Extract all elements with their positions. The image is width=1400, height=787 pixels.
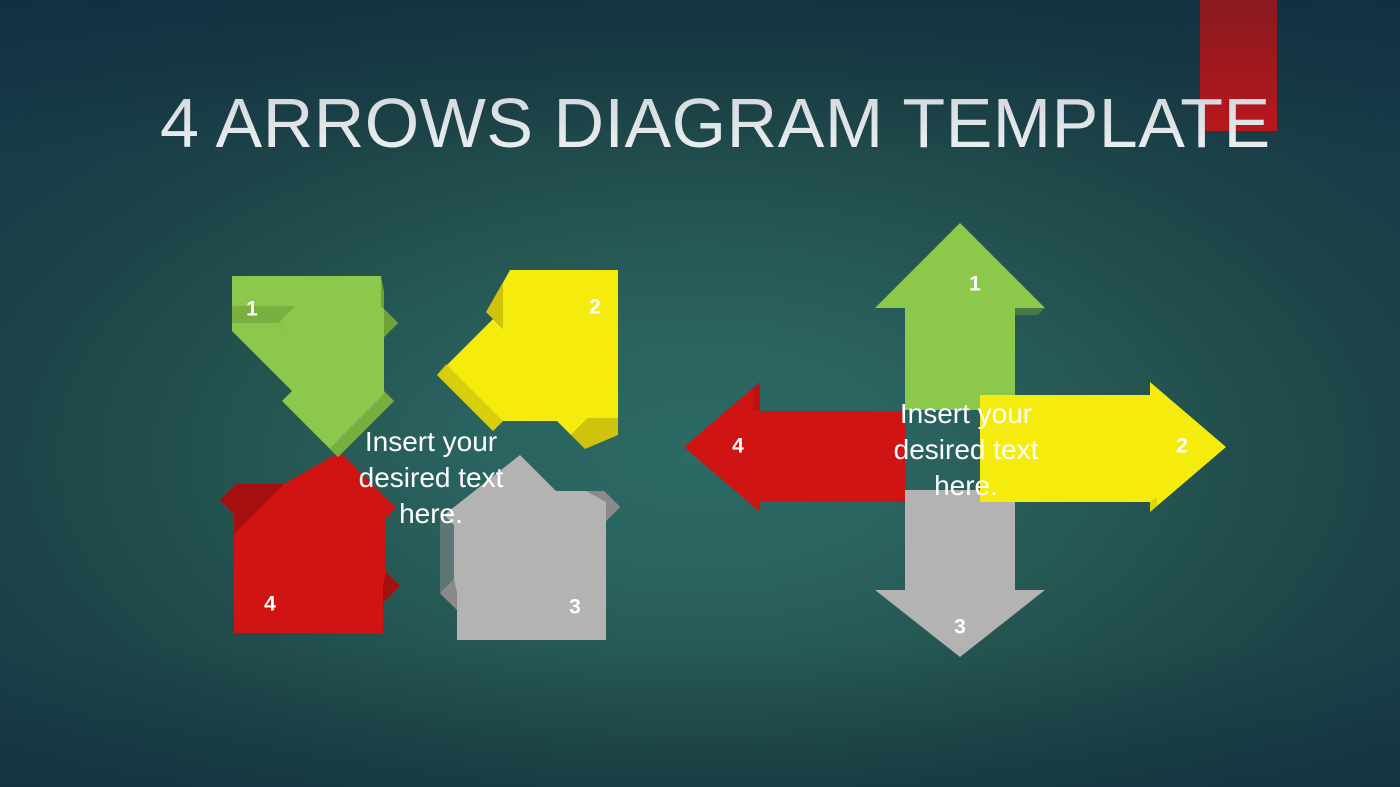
orthogonal-arrow-1-body[interactable] bbox=[875, 223, 1045, 410]
orthogonal-arrow-4-label: 4 bbox=[732, 435, 744, 458]
diagonal-arrow-3-body[interactable] bbox=[440, 455, 620, 640]
diagonal-arrow-3-label: 3 bbox=[569, 596, 581, 619]
red-corner-accent bbox=[1200, 0, 1277, 131]
diagonal-arrow-2-bevel-bottom bbox=[437, 364, 503, 431]
diagonal-arrow-1-bevel-top bbox=[381, 276, 398, 337]
orthogonal-arrow-2[interactable]: 2 bbox=[980, 382, 1226, 512]
orthogonal-arrow-2-label: 2 bbox=[1176, 435, 1188, 458]
orthogonal-arrow-1-label: 1 bbox=[969, 273, 981, 296]
four-diagonal-arrows-diagram: 4 3 1 bbox=[190, 240, 660, 660]
orthogonal-arrow-1[interactable]: 1 bbox=[875, 223, 1045, 410]
orthogonal-arrow-4[interactable]: 4 bbox=[684, 382, 905, 512]
orthogonal-arrow-3-body[interactable] bbox=[875, 490, 1045, 657]
diagonal-arrow-4-label: 4 bbox=[264, 593, 276, 616]
orthogonal-arrow-3-label: 3 bbox=[954, 616, 966, 639]
diagonal-arrow-2-body[interactable] bbox=[437, 270, 618, 435]
orthogonal-arrow-3[interactable]: 3 bbox=[875, 490, 1045, 657]
diagonal-arrow-3-bevel-left bbox=[440, 579, 457, 610]
orthogonal-arrow-1-bevel bbox=[1015, 308, 1045, 315]
diagonal-arrow-1-bevel-bottom bbox=[330, 391, 394, 457]
orthogonal-arrow-4-body[interactable] bbox=[684, 382, 905, 512]
diagonal-arrow-3-bevel-right bbox=[586, 491, 620, 521]
four-orthogonal-arrows-diagram: 1 3 4 2 bbox=[670, 215, 1240, 665]
diagonal-arrow-1-label: 1 bbox=[246, 298, 258, 321]
diagonal-arrow-4[interactable]: 4 bbox=[220, 452, 400, 645]
diagonal-arrow-2-label: 2 bbox=[589, 296, 601, 319]
orthogonal-arrow-2-body[interactable] bbox=[980, 382, 1226, 512]
diagonal-arrow-1-tail[interactable] bbox=[232, 306, 295, 391]
diagonal-arrow-4-bevel-left bbox=[220, 484, 284, 534]
diagonal-arrow-3[interactable]: 3 bbox=[440, 455, 620, 640]
diagonal-arrow-2-bevel-topleft bbox=[486, 270, 510, 329]
orthogonal-arrow-4-bevel bbox=[753, 382, 760, 411]
diagonal-arrow-2-bevel-right bbox=[571, 418, 618, 449]
page-title: 4 ARROWS DIAGRAM TEMPLATE bbox=[160, 84, 1271, 162]
diagonal-arrow-1[interactable]: 1 bbox=[232, 276, 398, 457]
diagonal-arrow-4-body[interactable] bbox=[220, 452, 400, 633]
diagonal-arrow-1-body[interactable] bbox=[232, 276, 398, 457]
diagonal-arrow-2[interactable]: 2 bbox=[437, 270, 618, 449]
orthogonal-arrow-2-bevel bbox=[1150, 497, 1157, 512]
diagonal-arrow-1-bevel-left bbox=[232, 306, 295, 323]
diagonal-arrow-3-bevel-edge bbox=[440, 511, 454, 593]
diagonal-arrow-4-bevel-right bbox=[383, 572, 400, 603]
